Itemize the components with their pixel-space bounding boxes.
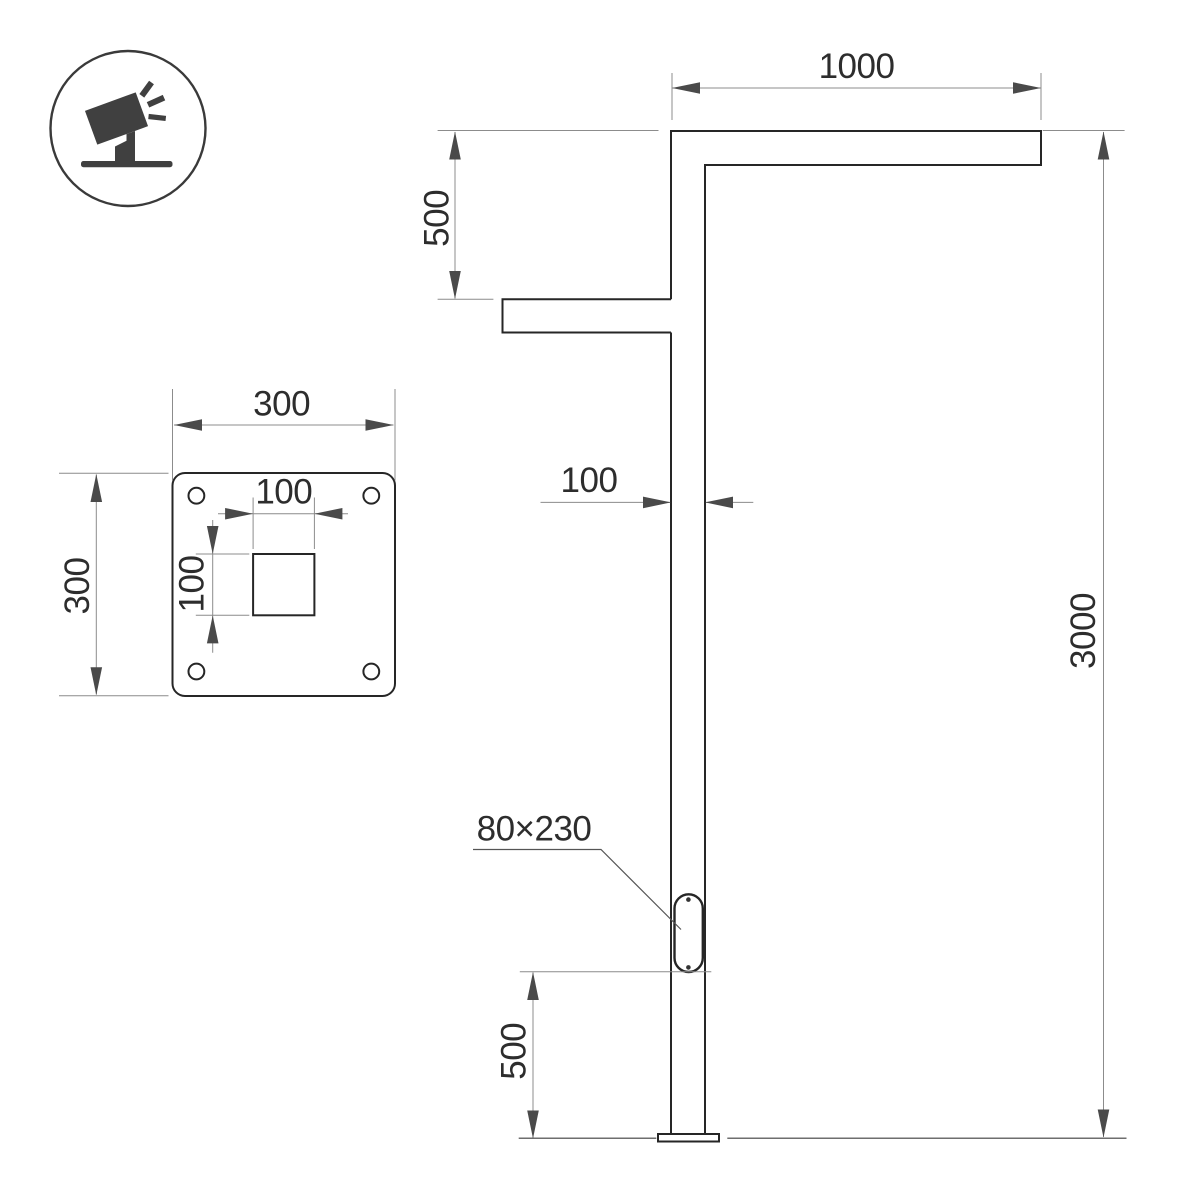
svg-text:1000: 1000	[819, 47, 895, 86]
svg-text:80×230: 80×230	[477, 810, 592, 849]
svg-text:100: 100	[561, 461, 618, 500]
svg-text:100: 100	[172, 556, 211, 613]
svg-text:500: 500	[495, 1023, 534, 1080]
svg-text:500: 500	[418, 190, 457, 247]
svg-text:3000: 3000	[1064, 593, 1103, 669]
svg-text:300: 300	[253, 385, 310, 424]
svg-text:300: 300	[58, 558, 97, 615]
svg-text:100: 100	[255, 473, 312, 512]
